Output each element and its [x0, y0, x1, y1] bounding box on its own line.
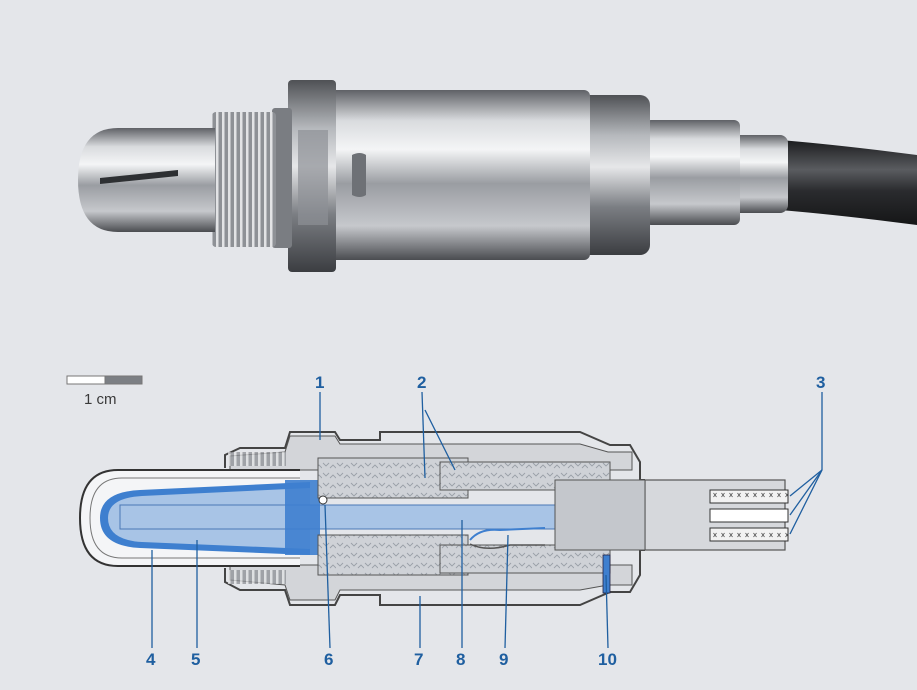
- sensor-gasket: [272, 108, 292, 248]
- callout-7: 7: [414, 650, 423, 669]
- sensor-tail: [645, 120, 740, 225]
- sensor-thread: [212, 112, 276, 247]
- sensor-tube-slot: [100, 170, 178, 184]
- sensor-photo: [78, 80, 917, 272]
- sensor-body-slot: [352, 153, 366, 197]
- sensor-body: [330, 90, 590, 260]
- leader-lines: [151, 391, 823, 649]
- callout-1: 1: [315, 373, 324, 392]
- callout-labels: 1 2 3 4 5 6 7 8 9 10: [146, 373, 825, 669]
- callout-8: 8: [456, 650, 465, 669]
- callout-4: 4: [146, 650, 156, 669]
- callout-5: 5: [191, 650, 200, 669]
- scale-bar: 1 cm: [66, 375, 143, 408]
- callout-6: 6: [324, 650, 333, 669]
- sensor-cable: [780, 140, 917, 225]
- callout-2: 2: [417, 373, 426, 392]
- callout-3: 3: [816, 373, 825, 392]
- callout-9: 9: [499, 650, 508, 669]
- scale-bar-label: 1 cm: [84, 391, 117, 408]
- sensor-cross-section: [78, 431, 789, 606]
- sensor-protective-tube: [78, 128, 215, 232]
- callout-10: 10: [598, 650, 617, 669]
- sensor-rear-sleeve: [730, 135, 788, 213]
- sensor-crimp-ring: [578, 95, 650, 255]
